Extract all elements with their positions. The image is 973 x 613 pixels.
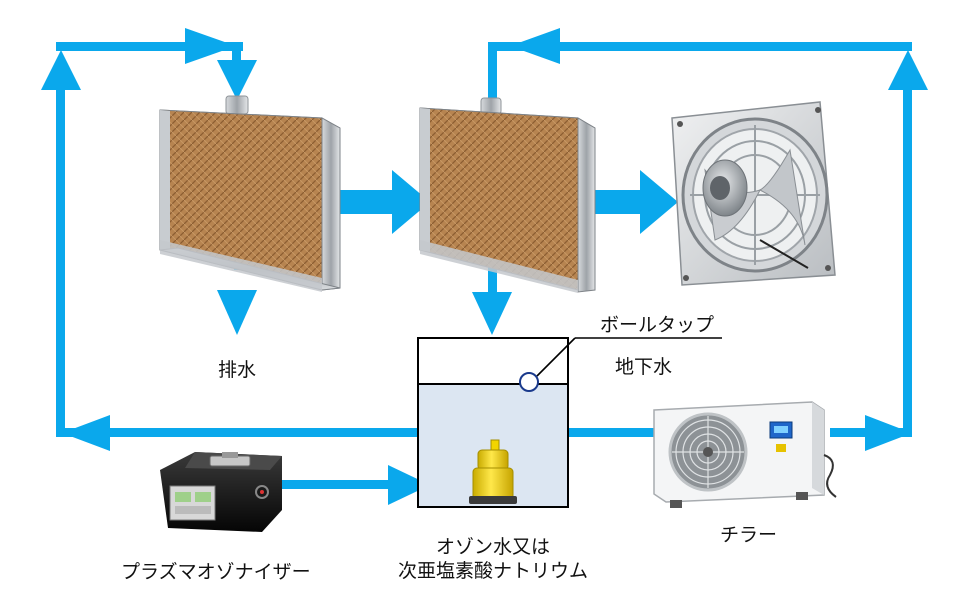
groundwater-label: 地下水 — [615, 356, 673, 378]
submersible-pump-icon — [469, 439, 517, 504]
cooling-pad-icon — [419, 97, 596, 293]
ball-tap-icon — [519, 337, 722, 392]
ozone-water-label: オゾン水又は 次亜塩素酸ナトリウム — [368, 535, 618, 583]
chiller-icon — [653, 401, 837, 508]
drain-label: 排水 — [218, 359, 257, 381]
exhaust-fan-icon — [671, 101, 836, 286]
ozone-water-line1: オゾン水又は — [435, 536, 550, 558]
ball-tap-label: ボールタップ — [600, 314, 715, 336]
flow-arrowheads — [41, 28, 928, 505]
ozonizer-icon — [160, 452, 282, 532]
ozone-water-line2: 次亜塩素酸ナトリウム — [397, 560, 588, 582]
plasma-ozonizer-label: プラズマオゾナイザー — [121, 561, 311, 583]
cooling-pad-icon — [159, 95, 341, 292]
chiller-label: チラー — [720, 524, 778, 546]
